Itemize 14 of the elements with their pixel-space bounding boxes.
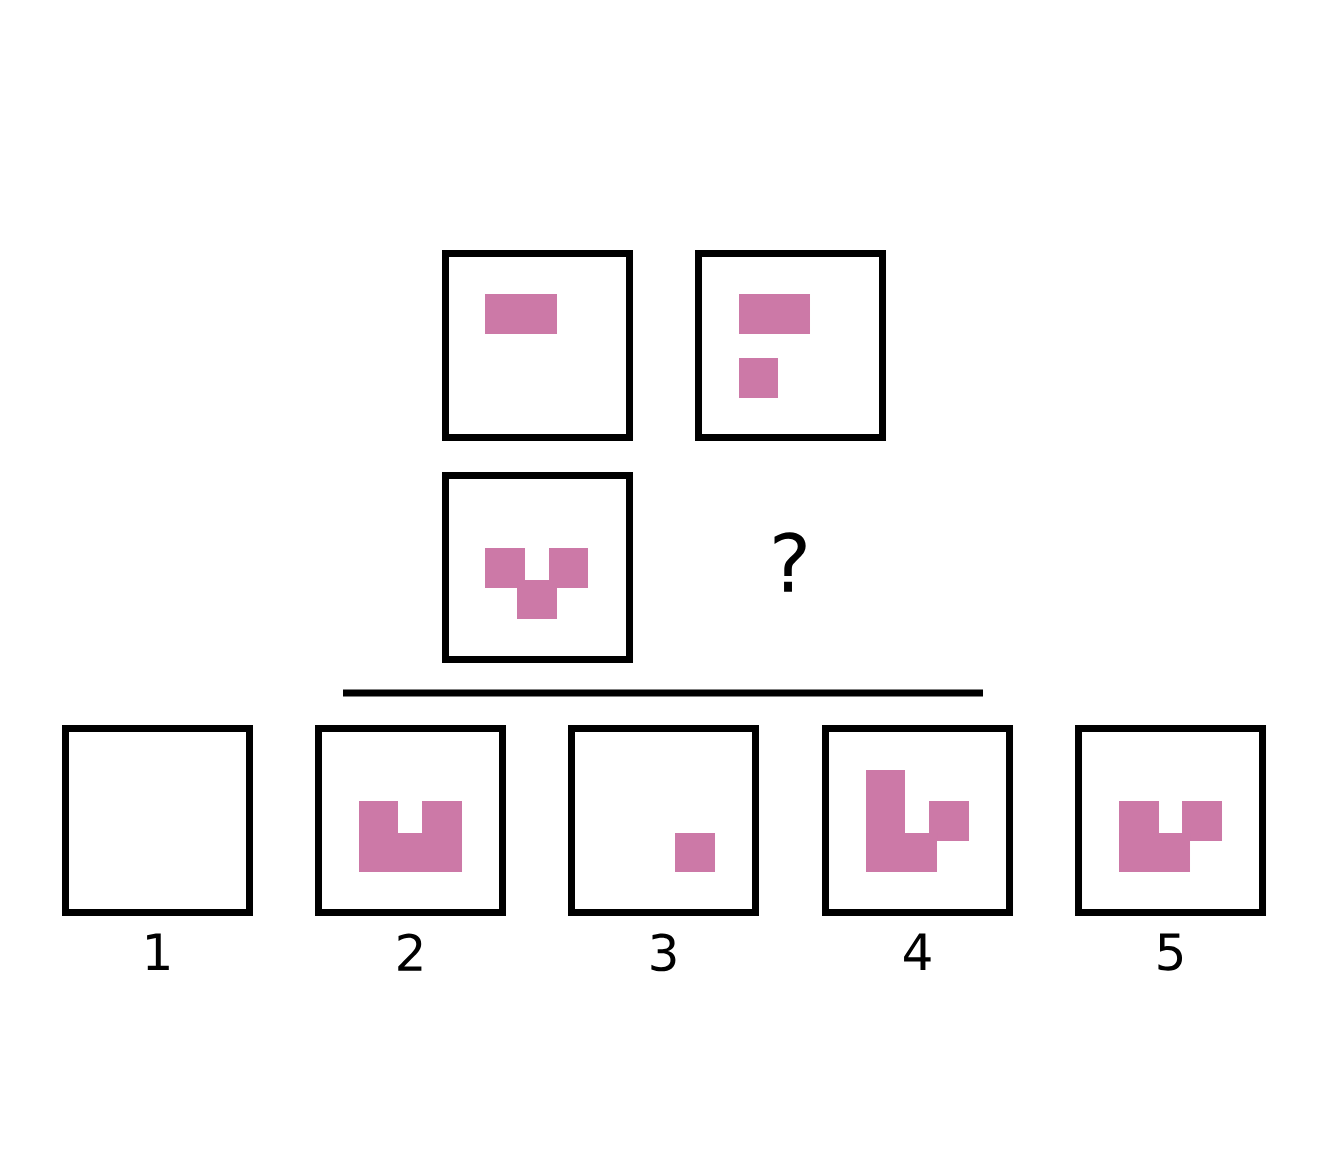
figure-box	[822, 725, 1013, 916]
question-mark: ?	[774, 532, 806, 592]
option-number: 1	[147, 933, 169, 970]
figure-box	[695, 250, 886, 441]
figure-box	[442, 250, 633, 441]
option-number: 2	[398, 933, 422, 971]
figure-box	[1075, 725, 1266, 916]
figure-box	[62, 725, 253, 916]
figure-box	[315, 725, 506, 916]
option-number: 4	[904, 933, 931, 970]
option-number: 5	[1158, 933, 1183, 971]
figure-box	[568, 725, 759, 916]
figure-box	[442, 472, 633, 663]
option-number: 3	[651, 933, 676, 972]
